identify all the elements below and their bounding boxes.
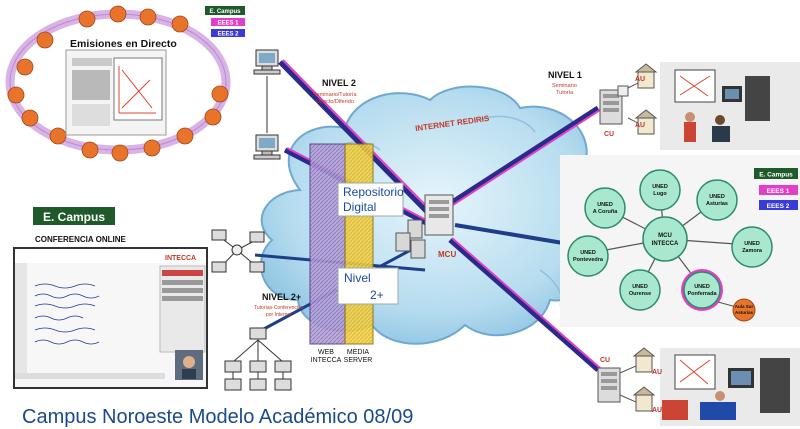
- network-node-asturias-line1: UNED: [709, 194, 725, 200]
- nivel2-title: NIVEL 2: [322, 78, 356, 88]
- conferencia-screenshot: [13, 247, 208, 389]
- emisiones-badge-eees1: EEES 1: [217, 21, 239, 27]
- repositorio-box: Repositorio Digital: [337, 182, 404, 217]
- network-badge-eees2: EEES 2: [767, 203, 790, 210]
- network-node-lugo-line1: UNED: [652, 184, 668, 190]
- conferencia-subtitle: CONFERENCIA ONLINE: [35, 235, 126, 244]
- web-intecca-label-2: INTECCA: [311, 357, 342, 364]
- network-center-line2: INTECCA: [652, 241, 679, 247]
- mcu-server-icon: [395, 194, 454, 259]
- network-node-ourense-line1: UNED: [632, 284, 648, 290]
- pc-icon-top: [253, 49, 281, 75]
- classroom-upper-au-top: AU: [635, 76, 645, 83]
- conferencia-badge: E. Campus: [43, 210, 105, 224]
- network-node-ponferrada-line2: Ponferrada: [687, 291, 717, 297]
- emisiones-panel: [5, 5, 231, 162]
- network-badge-eees1: EEES 1: [767, 188, 790, 195]
- footer-title: Campus Noroeste Modelo Académico 08/09: [22, 406, 413, 428]
- nivel2plus-sub2: por Internet: [266, 312, 292, 318]
- repositorio-label-2: Digital: [343, 200, 376, 214]
- network-node-pontevedra: UNED Pontevedra: [567, 235, 609, 277]
- network-center-node: MCU INTECCA: [642, 216, 688, 262]
- nivel-box-label-1: Nivel: [344, 271, 371, 285]
- network-node-coruna: UNED A Coruña: [584, 187, 626, 229]
- network-node-aula-sur-line2: Asturias: [735, 310, 754, 315]
- nivel1-title: NIVEL 1: [548, 70, 582, 80]
- server-columns: [309, 143, 374, 345]
- repositorio-label-1: Repositorio: [343, 185, 404, 199]
- network-node-coruna-line2: A Coruña: [593, 209, 618, 215]
- conferencia-app-name: INTECCA: [165, 255, 196, 262]
- nivel2plus-title: NIVEL 2+: [262, 292, 301, 302]
- media-server-label-2: SERVER: [344, 357, 373, 364]
- nivel1-sub2: Tutoría: [556, 90, 574, 96]
- classroom-upper: [599, 62, 800, 150]
- classroom-lower: [597, 347, 800, 426]
- network-center-line1: MCU: [658, 233, 672, 239]
- classroom-lower-au-bottom: AU: [652, 407, 662, 414]
- emisiones-title: Emisiones en Directo: [70, 38, 177, 50]
- network-node-ourense-line2: Ourense: [629, 291, 651, 297]
- network-node-ponferrada-line1: UNED: [694, 284, 710, 290]
- network-node-lugo: UNED Lugo: [639, 169, 681, 211]
- classroom-upper-cu: CU: [604, 131, 614, 138]
- nivel-box: Nivel 2+: [337, 267, 399, 305]
- nivel2plus-sub1: Tutorías-Conferencias: [254, 305, 304, 311]
- network-node-ourense: UNED Ourense: [619, 269, 661, 311]
- nivel1-sub1: Seminario: [552, 83, 577, 89]
- nivel2-sub1: Seminario/Tutoría: [313, 92, 357, 98]
- network-node-coruna-line1: UNED: [597, 202, 613, 208]
- network-node-aula-sur-line1: Aula Sur: [735, 304, 754, 309]
- network-node-asturias: UNED Asturias: [696, 179, 738, 221]
- network-node-zamora-line1: UNED: [744, 241, 760, 247]
- network-node-asturias-line2: Asturias: [706, 201, 728, 207]
- emisiones-badge-eees2: EEES 2: [217, 32, 239, 38]
- pc-tree-network: [224, 327, 292, 391]
- pc-icon-mid: [253, 134, 281, 160]
- emisiones-badges: E. Campus EEES 1 EEES 2: [205, 6, 245, 38]
- emisiones-badge-ecampus: E. Campus: [209, 9, 241, 15]
- classroom-lower-au-top: AU: [652, 369, 662, 376]
- network-node-zamora-line2: Zamora: [742, 248, 763, 254]
- mcu-label: MCU: [438, 250, 456, 259]
- media-server-label-1: MEDIA: [347, 349, 370, 356]
- conferencia-header: E. Campus: [33, 207, 115, 225]
- connection-lines: [254, 59, 601, 372]
- classroom-lower-cu: CU: [600, 357, 610, 364]
- web-intecca-label-1: WEB: [318, 349, 334, 356]
- network-node-aula-sur: Aula Sur Asturias: [717, 298, 756, 322]
- network-node-zamora: UNED Zamora: [731, 226, 773, 268]
- network-badge-ecampus: E. Campus: [759, 172, 793, 179]
- network-node-pontevedra-line1: UNED: [580, 250, 596, 256]
- nivel2-sub2: Directo/Diferido: [316, 99, 354, 105]
- network-node-pontevedra-line2: Pontevedra: [573, 257, 604, 263]
- classroom-upper-au-bottom: AU: [635, 122, 645, 129]
- network-node-ponferrada: UNED Ponferrada: [681, 269, 723, 311]
- nivel-box-label-2: 2+: [370, 288, 384, 302]
- network-badges: E. Campus EEES 1 EEES 2: [754, 168, 798, 210]
- network-node-lugo-line2: Lugo: [653, 191, 667, 197]
- pc-star-network: [211, 229, 265, 273]
